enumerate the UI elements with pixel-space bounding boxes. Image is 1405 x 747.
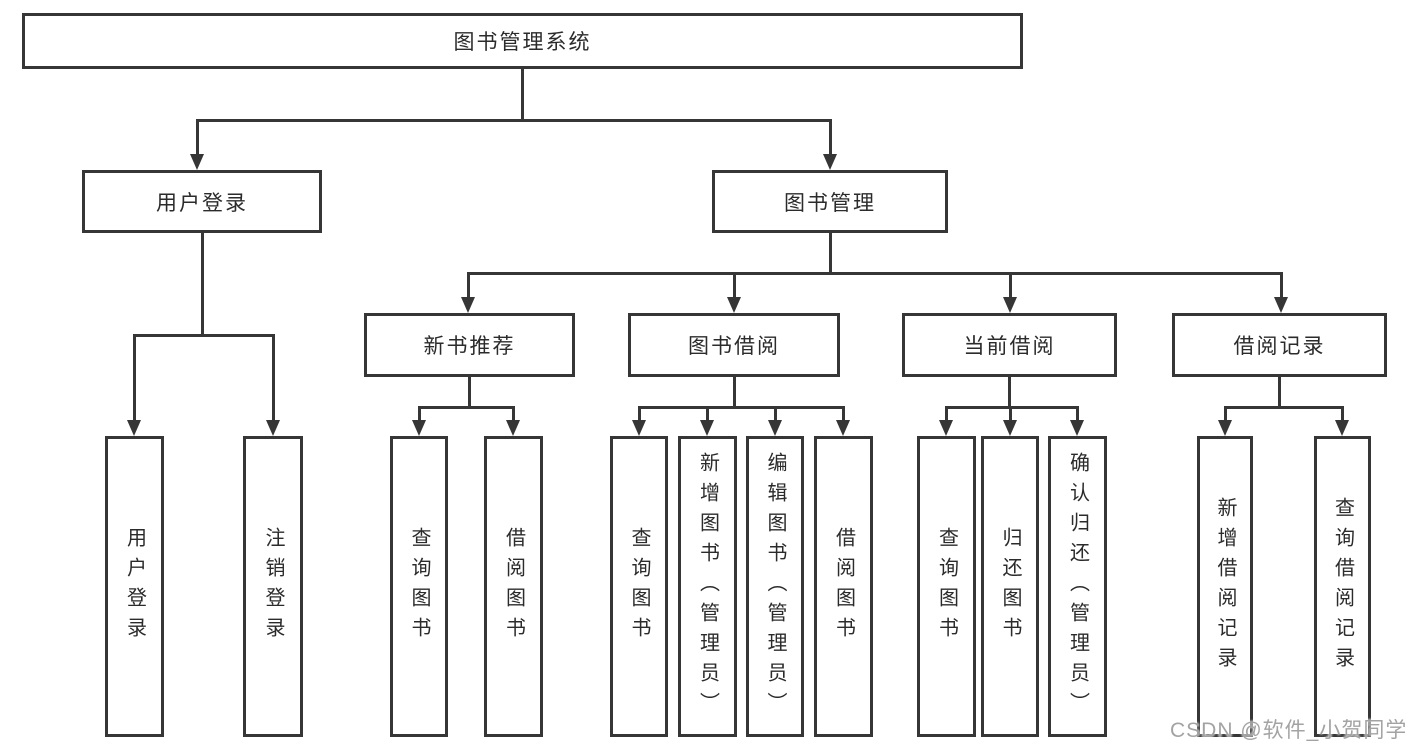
arrowhead-icon (700, 420, 714, 436)
arrowhead-icon (127, 420, 141, 436)
arrowhead-icon (836, 420, 850, 436)
arrowhead-icon (1274, 297, 1288, 313)
leaf-borrow-query: 查询图书 (610, 436, 668, 737)
arrowhead-icon (632, 420, 646, 436)
leaf-query-borrow-record: 查询借阅记录 (1314, 436, 1371, 737)
arrowhead-icon (190, 154, 204, 170)
node-borrow-records-label: 借阅记录 (1233, 335, 1326, 358)
leaf-add-borrow-record: 新增借阅记录 (1197, 436, 1253, 737)
csdn-watermark: CSDN @软件_小贺同学 (1170, 719, 1405, 742)
arrowhead-icon (506, 420, 520, 436)
leaf-borrow-add-book: 新增图书（管理员） (678, 436, 737, 737)
leaf-borrow-edit-book-label: 编辑图书（管理员） (764, 451, 786, 722)
leaf-confirm-return-label: 确认归还（管理员） (1066, 451, 1089, 722)
arrowhead-icon (939, 420, 953, 436)
leaf-return-book: 归还图书 (981, 436, 1039, 737)
leaf-borrow-add-book-label: 新增图书（管理员） (696, 451, 719, 722)
leaf-newbook-borrow-label: 借阅图书 (502, 526, 525, 647)
arrowhead-icon (823, 154, 837, 170)
leaf-add-borrow-record-label: 新增借阅记录 (1214, 496, 1236, 677)
arrowhead-icon (1335, 420, 1349, 436)
arrowhead-icon (727, 297, 741, 313)
leaf-user-login: 用户登录 (105, 436, 164, 737)
node-user-login: 用户登录 (82, 170, 322, 233)
node-root-label: 图书管理系统 (453, 31, 592, 54)
node-book-borrow-label: 图书借阅 (688, 335, 780, 358)
leaf-borrow-edit-book: 编辑图书（管理员） (746, 436, 804, 737)
leaf-current-query-label: 查询图书 (935, 526, 958, 647)
leaf-user-login-label: 用户登录 (123, 526, 146, 647)
leaf-newbook-query-label: 查询图书 (408, 526, 430, 647)
leaf-logout-label: 注销登录 (262, 526, 284, 647)
arrowhead-icon (266, 420, 280, 436)
arrowhead-icon (461, 297, 475, 313)
leaf-newbook-borrow: 借阅图书 (484, 436, 543, 737)
arrowhead-icon (768, 420, 782, 436)
node-new-book-recommend: 新书推荐 (364, 313, 575, 377)
arrowhead-icon (412, 420, 426, 436)
node-borrow-records: 借阅记录 (1172, 313, 1387, 377)
leaf-borrow-query-label: 查询图书 (628, 526, 650, 647)
node-user-login-label: 用户登录 (156, 191, 248, 215)
leaf-logout: 注销登录 (243, 436, 303, 737)
arrowhead-icon (1070, 420, 1084, 436)
leaf-query-borrow-record-label: 查询借阅记录 (1331, 496, 1354, 677)
node-current-borrow-label: 当前借阅 (963, 335, 1056, 358)
node-book-management: 图书管理 (712, 170, 948, 233)
leaf-newbook-query: 查询图书 (390, 436, 448, 737)
node-book-borrow: 图书借阅 (628, 313, 840, 377)
arrowhead-icon (1003, 297, 1017, 313)
node-book-management-label: 图书管理 (784, 191, 876, 215)
node-root: 图书管理系统 (22, 13, 1023, 69)
leaf-return-book-label: 归还图书 (999, 526, 1021, 647)
arrowhead-icon (1003, 420, 1017, 436)
leaf-current-query: 查询图书 (917, 436, 976, 737)
node-current-borrow: 当前借阅 (902, 313, 1117, 377)
leaf-borrow-book: 借阅图书 (814, 436, 873, 737)
node-new-book-recommend-label: 新书推荐 (423, 335, 516, 358)
leaf-confirm-return: 确认归还（管理员） (1048, 436, 1107, 737)
arrowhead-icon (1218, 420, 1232, 436)
leaf-borrow-book-label: 借阅图书 (832, 526, 855, 647)
